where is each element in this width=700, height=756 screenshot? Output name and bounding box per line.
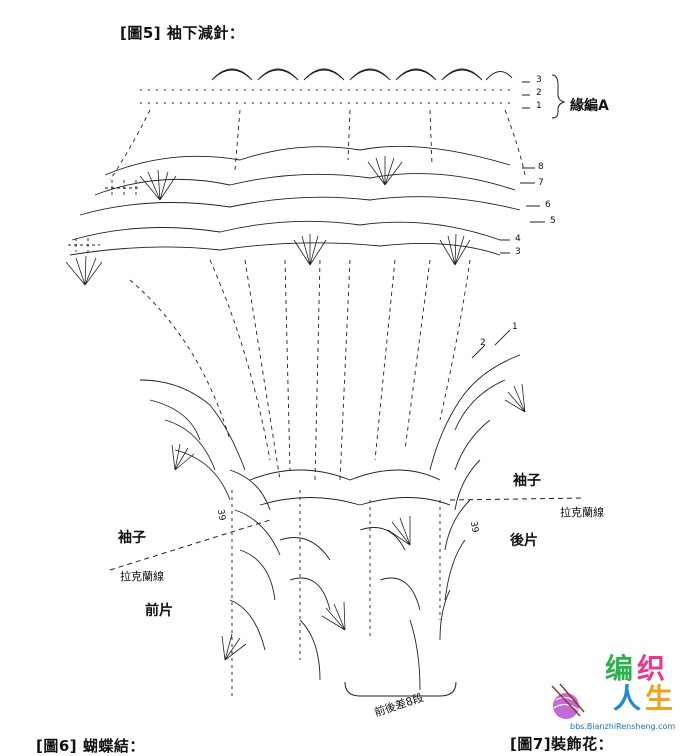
sleeve-label-right: 袖子: [513, 473, 541, 489]
raglan-label-right: 拉克蘭線: [560, 506, 604, 519]
body-row-2: 2: [480, 338, 486, 348]
sleeve-label-left: 袖子: [118, 530, 146, 546]
edging-fans: [211, 68, 513, 81]
row-arrows: [471, 81, 545, 359]
back-label: 後片: [510, 533, 538, 549]
side-count-left: 39: [214, 508, 227, 522]
figure5-title: [圖5] 袖下減針：: [120, 24, 245, 42]
body-left-chains: [139, 379, 281, 651]
figure6-title: [圖6] 蝴蝶結：: [36, 737, 145, 755]
body-center-chains: [249, 469, 451, 691]
raglan-label-left: 拉克蘭線: [120, 570, 164, 583]
row-8: 8: [538, 162, 544, 172]
row-4: 4: [515, 234, 521, 244]
band-cross-marks: [68, 180, 140, 252]
body-row-1: 1: [512, 322, 518, 332]
body-right-chains: [429, 354, 521, 641]
row-7: 7: [538, 178, 544, 188]
watermark-logo: 编 织 人 生: [595, 655, 685, 715]
diff-bracket: [344, 681, 457, 697]
watermark-char-3: 人: [613, 682, 642, 715]
body-fans: [171, 383, 526, 661]
raglan-line-left: [109, 519, 271, 571]
watermark-char-4: 生: [645, 682, 674, 715]
raglan-line-right: [449, 497, 586, 501]
row-5: 5: [550, 216, 556, 226]
body-cross-columns: [231, 490, 441, 700]
edging-row-2: 2: [536, 88, 542, 98]
side-count-right: 39: [467, 520, 480, 534]
edging-brace: [551, 74, 566, 119]
figure7-title: [圖7]裝飾花：: [510, 735, 614, 753]
row-6: 6: [545, 200, 551, 210]
edging-cross-rows: [140, 89, 510, 104]
row-3-lower: 3: [515, 247, 521, 257]
watermark-char-1: 编: [605, 652, 634, 685]
front-label: 前片: [145, 603, 173, 619]
watermark-site: bbs.BianzhiRensheng.com: [570, 722, 676, 731]
upper-band-fans: [65, 156, 471, 286]
edging-a-label: 緣編A: [570, 98, 609, 114]
edging-row-3: 3: [536, 75, 542, 85]
guide-lines: [109, 109, 526, 481]
edging-row-1: 1: [536, 101, 542, 111]
watermark-char-2: 织: [637, 652, 666, 685]
upper-band-arcs: [69, 145, 521, 256]
